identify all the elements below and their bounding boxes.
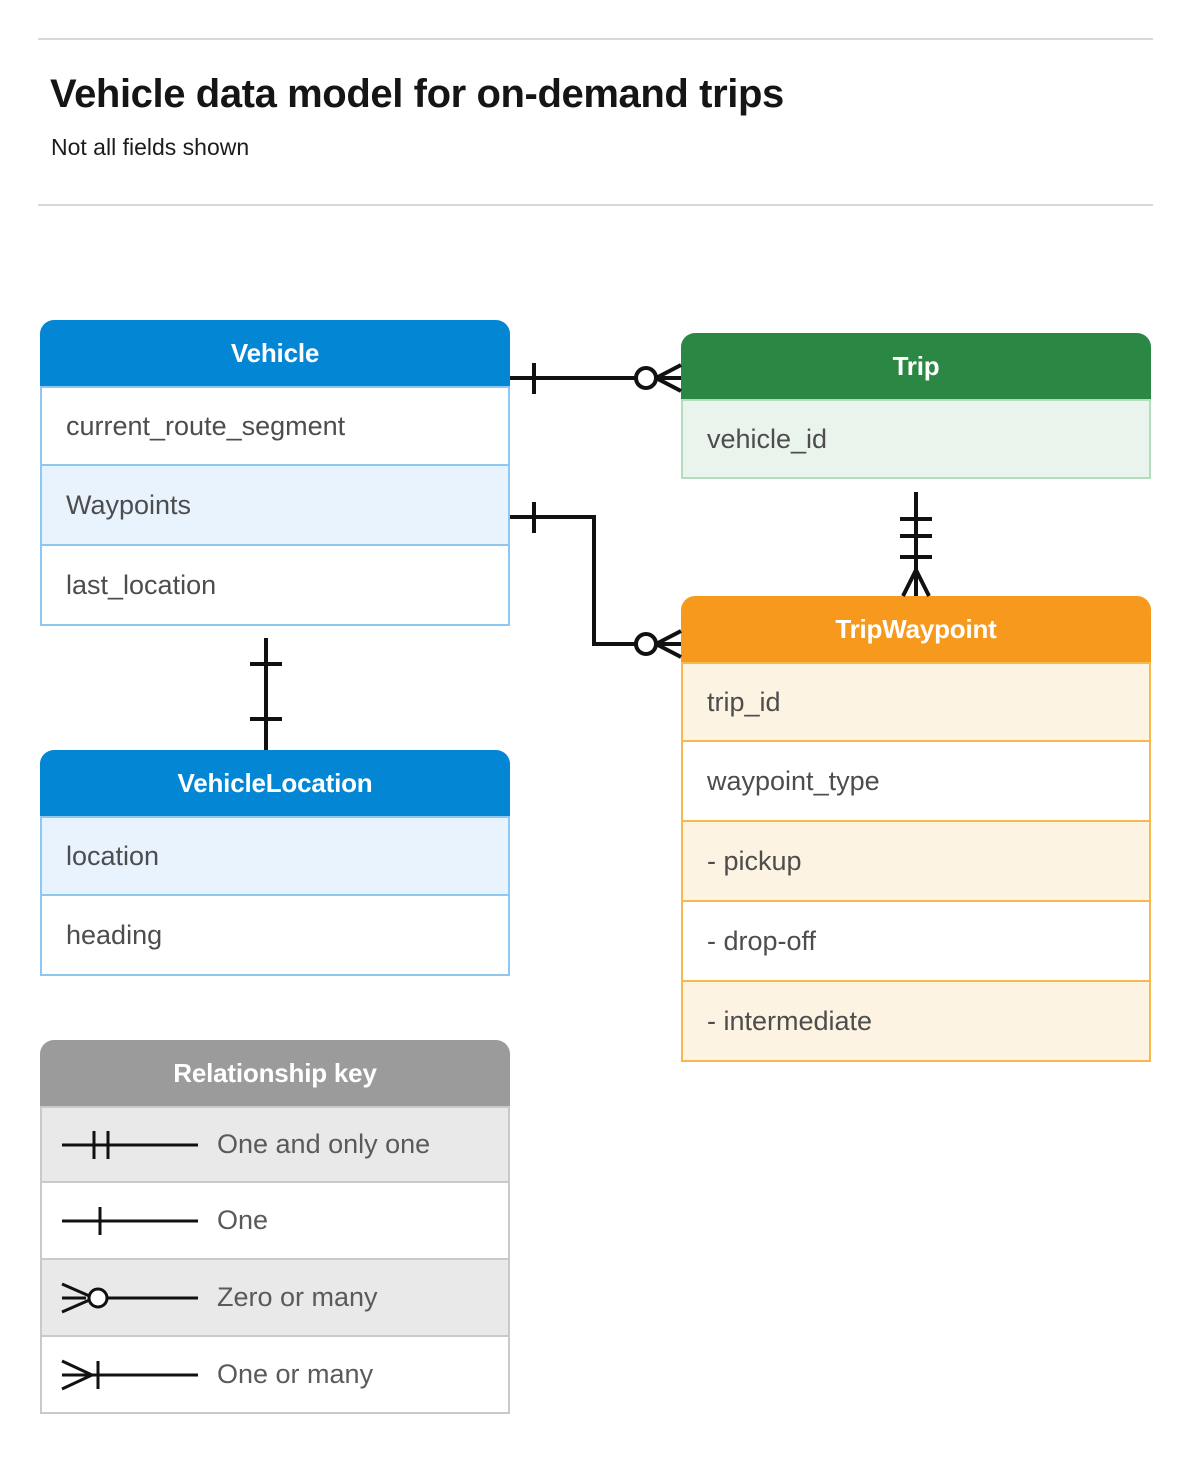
connector-vehicle-to-trip [510, 363, 682, 394]
entity-vehiclelocation-title: VehicleLocation [40, 750, 510, 816]
entity-tripwaypoint-value-pickup[interactable]: - pickup [681, 822, 1151, 902]
page-title: Vehicle data model for on-demand trips [50, 72, 784, 116]
legend-row-one: One [40, 1183, 510, 1260]
entity-tripwaypoint-title: TripWaypoint [681, 596, 1151, 662]
legend-row-one-or-many: One or many [40, 1337, 510, 1414]
entity-tripwaypoint-value-intermediate[interactable]: - intermediate [681, 982, 1151, 1062]
connector-trip-to-tripwaypoint [900, 492, 932, 597]
one-and-only-one-icon [42, 1125, 217, 1165]
one-or-many-icon [42, 1355, 217, 1395]
legend-label-one-or-many: One or many [217, 1359, 374, 1389]
entity-vehicle-field-waypoints[interactable]: Waypoints [40, 466, 510, 546]
entity-vehicle-title: Vehicle [40, 320, 510, 386]
entity-tripwaypoint-field-waypoint-type[interactable]: waypoint_type [681, 742, 1151, 822]
header-divider [38, 204, 1153, 206]
entity-vehiclelocation[interactable]: VehicleLocation location heading [40, 750, 510, 976]
legend-label-one-and-only-one: One and only one [217, 1129, 431, 1159]
legend-row-zero-or-many: Zero or many [40, 1260, 510, 1337]
one-icon [42, 1201, 217, 1241]
relationship-key-title: Relationship key [40, 1040, 510, 1106]
entity-vehicle-field-current-route-segment[interactable]: current_route_segment [40, 386, 510, 466]
zero-or-many-icon [42, 1278, 217, 1318]
relationship-key-legend: Relationship key One and only one One [40, 1040, 510, 1414]
entity-trip-title: Trip [681, 333, 1151, 399]
entity-vehiclelocation-field-heading[interactable]: heading [40, 896, 510, 976]
entity-vehiclelocation-field-location[interactable]: location [40, 816, 510, 896]
entity-tripwaypoint-field-trip-id[interactable]: trip_id [681, 662, 1151, 742]
entity-tripwaypoint-value-drop-off[interactable]: - drop-off [681, 902, 1151, 982]
entity-trip-field-vehicle-id[interactable]: vehicle_id [681, 399, 1151, 479]
connector-vehicle-to-vehiclelocation [250, 638, 282, 750]
entity-vehicle-field-last-location[interactable]: last_location [40, 546, 510, 626]
page-subtitle: Not all fields shown [51, 134, 250, 160]
legend-row-one-and-only-one: One and only one [40, 1106, 510, 1183]
entity-vehicle[interactable]: Vehicle current_route_segment Waypoints … [40, 320, 510, 626]
top-divider [38, 38, 1153, 40]
legend-label-one: One [217, 1205, 269, 1235]
entity-trip[interactable]: Trip vehicle_id [681, 333, 1151, 479]
connector-waypoints-to-tripwaypoint [510, 502, 682, 659]
legend-label-zero-or-many: Zero or many [217, 1282, 378, 1312]
entity-tripwaypoint[interactable]: TripWaypoint trip_id waypoint_type - pic… [681, 596, 1151, 1062]
